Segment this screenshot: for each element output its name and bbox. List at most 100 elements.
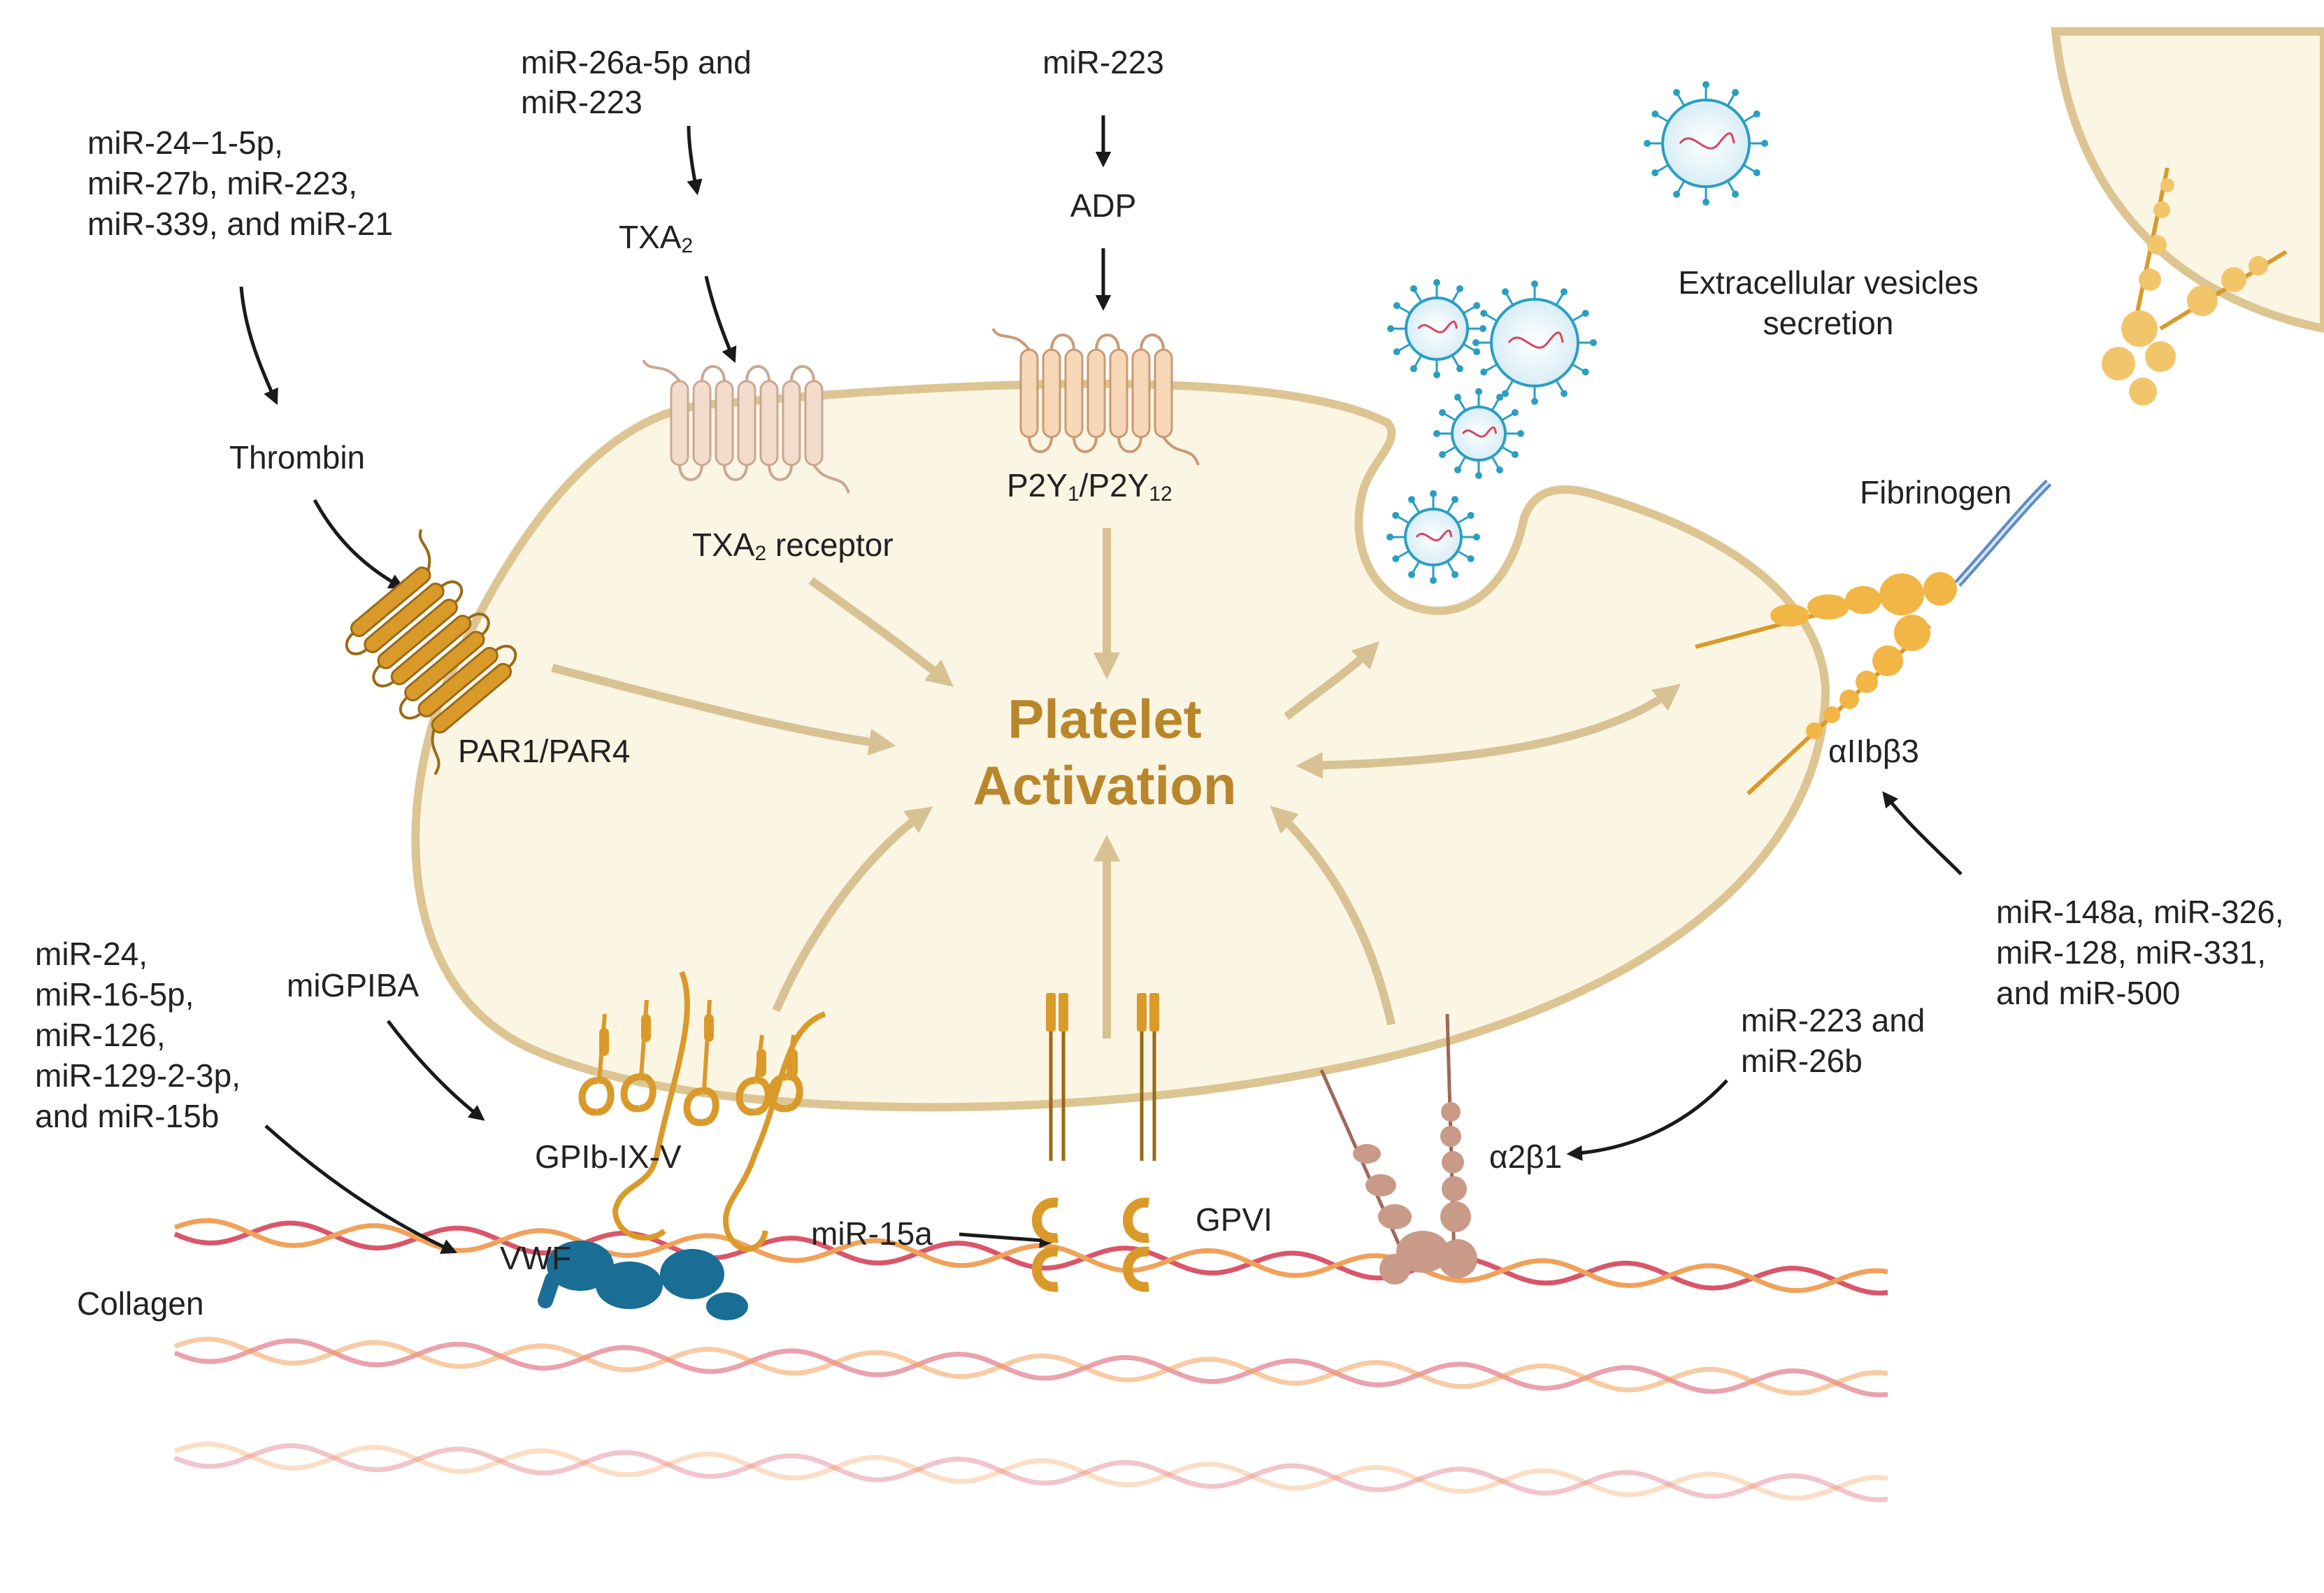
regulation-arrows <box>239 115 1963 1254</box>
vesicle-spike-tip <box>1531 398 1538 405</box>
vesicle-spike-tip <box>1581 310 1589 317</box>
vesicle-spike-tip <box>1433 430 1440 437</box>
domain-bead <box>2145 341 2176 372</box>
gpib-domain <box>641 1014 651 1042</box>
migpiba-label: miGPIBA <box>287 967 419 1003</box>
gpvi-cyto-domain <box>1149 993 1159 1031</box>
domain-bead <box>1438 1239 1477 1278</box>
thrombin-label: Thrombin <box>229 439 365 476</box>
collagen-label: Collagen <box>77 1285 204 1322</box>
a2b1-to-activation-arrow <box>1270 806 1396 1026</box>
gpvi-cyto-domain <box>1046 993 1056 1031</box>
helix-loop <box>399 696 422 720</box>
vesicle <box>1433 388 1524 479</box>
domain-bead <box>1378 1204 1412 1229</box>
vwf-mirs-line3: miR-126, <box>35 1017 166 1053</box>
vesicle-spike-tip <box>1473 302 1481 309</box>
gpib-hook <box>620 1073 657 1113</box>
vesicle <box>1386 490 1480 584</box>
domain-bead <box>1440 1126 1461 1147</box>
gpib-hook <box>578 1076 615 1116</box>
vesicle <box>1387 279 1486 378</box>
helix <box>1109 348 1128 438</box>
gpib-complex <box>578 971 826 1252</box>
vesicle-spike-tip <box>1410 365 1417 373</box>
transmembrane-helices <box>991 327 1200 466</box>
domain-bead <box>1806 722 1823 739</box>
extracellular-vesicles <box>1386 81 1768 584</box>
vesicle-spike-tip <box>1480 369 1488 376</box>
vesicle-spike-tip <box>1761 140 1768 147</box>
txa2-receptor-label: TXA2 receptor <box>692 527 894 565</box>
vesicle-spike-tip <box>1408 571 1415 578</box>
vesicle-spike-tip <box>1753 110 1760 117</box>
p2y-label: P2Y1/P2Y12 <box>1007 467 1172 506</box>
domain-bead <box>2102 347 2135 380</box>
domain-bead <box>1823 706 1840 723</box>
domain-bead <box>2139 269 2161 291</box>
c-terminus <box>812 464 850 494</box>
platelet-activation-title-line2: Activation <box>973 755 1236 816</box>
helix-loop <box>494 645 517 669</box>
vesicle-spike-tip <box>1410 285 1417 292</box>
domain-bead <box>1856 671 1878 693</box>
vesicle-spike-tip <box>1475 388 1482 395</box>
helix-loop <box>1050 334 1075 350</box>
helix <box>1154 348 1173 438</box>
gpvi-ig-domain <box>1032 1197 1059 1292</box>
domain-bead <box>2248 256 2268 276</box>
gpvi-ig-domain <box>1123 1197 1149 1292</box>
c-terminus <box>431 729 440 776</box>
mir15a-label: miR-15a <box>811 1215 933 1252</box>
vesicle-membrane <box>1405 297 1469 361</box>
vesicle-spike-tip <box>1392 512 1400 519</box>
vesicle-spike-tip <box>1433 279 1440 286</box>
transmembrane-helices <box>642 359 850 494</box>
helix-loop <box>1117 436 1142 453</box>
domain-bead <box>2187 285 2218 316</box>
vesicle-spike-tip <box>1393 348 1400 355</box>
n-terminus <box>418 529 431 571</box>
n-terminus <box>642 359 681 383</box>
aiib-mirs-line1: miR-148a, miR-326, <box>1996 894 2284 930</box>
gpib-domain <box>756 1049 766 1077</box>
vesicle-spike-tip <box>1753 169 1760 176</box>
aiib-mirs-line3: and miR-500 <box>1996 975 2180 1011</box>
vesicle-spike-tip <box>1651 169 1659 176</box>
vesicle <box>1644 81 1768 206</box>
domain-bead <box>2221 267 2246 292</box>
domain-bead <box>1365 1174 1396 1196</box>
gpib-domain <box>704 1014 714 1042</box>
helix <box>1042 348 1061 438</box>
vesicle-spike-tip <box>1561 390 1568 397</box>
helix <box>1064 348 1084 438</box>
transmembrane-helices <box>345 529 517 776</box>
vesicle-spike-tip <box>1502 390 1509 397</box>
thrombin-mirs-arrow <box>239 286 278 406</box>
helix-loop <box>745 365 770 382</box>
vesicle-rna <box>1679 132 1735 150</box>
aiib-mirs-arrow <box>1882 791 1963 876</box>
a2b1-mirs-line2: miR-26b <box>1741 1043 1863 1079</box>
vesicle-membrane <box>1451 406 1507 462</box>
vwf-mirs-line5: and miR-15b <box>35 1098 219 1134</box>
vesicle-spike-tip <box>1496 466 1503 473</box>
vesicle-spike-tip <box>1451 496 1458 503</box>
fibrinogen-label: Fibrinogen <box>1860 474 2011 510</box>
vesicle-spike-tip <box>1581 369 1589 376</box>
vesicle-spike-tip <box>1456 365 1463 373</box>
vesicle-spike-tip <box>1511 451 1519 458</box>
domain-bead <box>2121 310 2158 347</box>
helix <box>417 647 498 717</box>
activation-arrows <box>551 528 1681 1038</box>
par-label: PAR1/PAR4 <box>458 733 630 769</box>
helix-loop <box>440 580 464 604</box>
vesicle-rna <box>1462 426 1498 438</box>
gpvi-cyto-domain <box>1137 993 1147 1031</box>
vesicle-spike-tip <box>1496 394 1503 401</box>
helix-loop <box>790 365 815 382</box>
vesicle-spike-tip <box>1502 288 1509 296</box>
helix-loop <box>1140 334 1165 350</box>
txa2-mirs-line1: miR-26a-5p and <box>521 44 752 80</box>
